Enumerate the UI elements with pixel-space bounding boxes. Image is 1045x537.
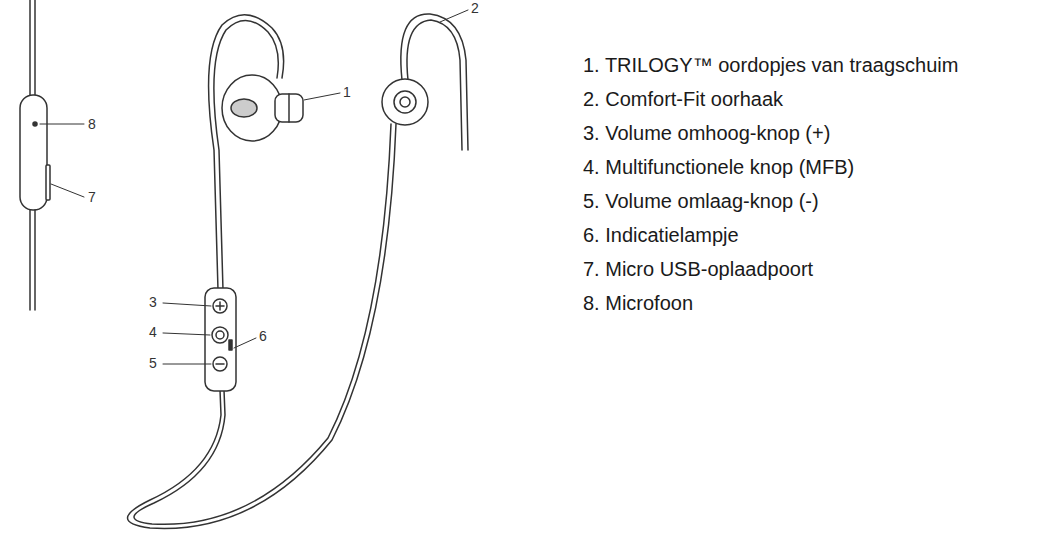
callout-number: 3 bbox=[149, 294, 157, 311]
remote-side-view bbox=[20, 0, 84, 310]
callout-number: 2 bbox=[471, 0, 479, 17]
callout-number: 4 bbox=[149, 324, 157, 341]
callout-number: 7 bbox=[88, 189, 96, 206]
remote-control bbox=[163, 288, 256, 391]
callout-number: 6 bbox=[259, 328, 267, 345]
part-name: 1. TRILOGY™ oordopjes van traagschuim bbox=[583, 53, 958, 77]
part-name: 4. Multifunctionele knop (MFB) bbox=[583, 155, 854, 179]
part-name: 5. Volume omlaag-knop (-) bbox=[583, 189, 819, 213]
right-earbud bbox=[382, 10, 468, 150]
left-earbud bbox=[222, 75, 340, 141]
part-name: 8. Microfoon bbox=[583, 291, 693, 315]
callout-number: 5 bbox=[149, 355, 157, 372]
callout-number: 8 bbox=[88, 116, 96, 133]
part-name: 6. Indicatielampje bbox=[583, 223, 739, 247]
cable bbox=[128, 15, 397, 529]
part-name: 3. Volume omhoog-knop (+) bbox=[583, 121, 830, 145]
callout-number: 1 bbox=[343, 84, 351, 101]
part-name: 7. Micro USB-oplaadpoort bbox=[583, 257, 813, 281]
part-name: 2. Comfort-Fit oorhaak bbox=[583, 87, 783, 111]
